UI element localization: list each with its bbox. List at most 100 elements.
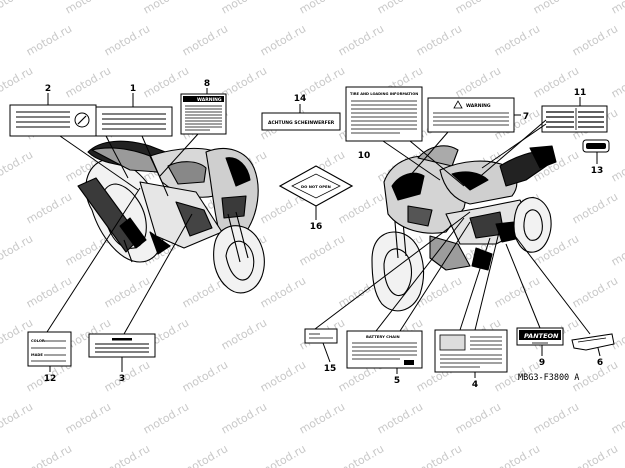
watermark-text: motod.ru [180,358,230,394]
watermark-text: motod.ru [258,358,308,394]
watermark-text: motod.ru [453,400,503,436]
label-3 [88,333,156,358]
watermark-text: motod.ru [492,274,542,310]
callout-10: 10 [358,151,371,161]
watermark-text: motod.ru [453,64,503,100]
warning-8-text: WARNING [197,97,222,103]
watermark-text: motod.ru [0,232,35,268]
label-9-brand: PANTEON [524,332,559,340]
watermark-text: motod.ru [570,190,620,226]
watermark-text: motod.ru [24,442,74,468]
label-12: COLOR MADE [27,331,72,367]
callout-15: 15 [324,364,337,374]
watermark-text: motod.ru [297,232,347,268]
label-10-header: TIRE AND LOADING INFORMATION [350,92,418,96]
callout-14: 14 [294,94,307,104]
watermark-text: motod.ru [531,400,581,436]
watermark-text: motod.ru [24,274,74,310]
watermark-text: motod.ru [63,64,113,100]
callout-3: 3 [119,374,125,384]
label-10: TIRE AND LOADING INFORMATION [345,86,423,142]
watermark-text: motod.ru [570,442,620,468]
callout-7: 7 [523,112,529,122]
watermark-text: motod.ru [180,442,230,468]
watermark-text: motod.ru [609,400,625,436]
watermark-text: motod.ru [180,22,230,58]
watermark-text: motod.ru [531,0,581,17]
watermark-text: motod.ru [141,400,191,436]
label-5: BATTERY CHAIN [346,330,423,369]
watermark-text: motod.ru [570,274,620,310]
watermark-text: motod.ru [0,400,35,436]
watermark-text: motod.ru [336,22,386,58]
label-16: DO NOT OPEN [278,165,354,207]
watermark-text: motod.ru [102,442,152,468]
watermark-text: motod.ru [258,22,308,58]
label-14: ACHTUNG SCHEINWERFER [261,112,341,131]
watermark-text: motod.ru [24,22,74,58]
watermark-text: motod.ru [0,64,35,100]
callout-6: 6 [597,358,603,368]
watermark-text: motod.ru [570,22,620,58]
label-11 [541,105,608,133]
watermark-text: motod.ru [219,316,269,352]
watermark-text: motod.ru [102,274,152,310]
label-6 [571,333,615,351]
callout-9: 9 [539,358,545,368]
watermark-text: motod.ru [102,22,152,58]
watermark-text: motod.ru [609,0,625,17]
watermark-text: motod.ru [492,442,542,468]
label-13 [582,139,610,153]
watermark-text: motod.ru [609,148,625,184]
label-14-text: ACHTUNG SCHEINWERFER [268,120,335,126]
label-4 [434,329,508,373]
watermark-text: motod.ru [0,148,35,184]
label-1 [95,106,173,137]
watermark-text: motod.ru [24,190,74,226]
watermark-text: motod.ru [219,64,269,100]
callout-2: 2 [45,84,51,94]
watermark-text: motod.ru [102,358,152,394]
label-7: WARNING [427,97,515,133]
diagram-code: MBG3-F3800 A [518,373,579,383]
watermark-text: motod.ru [414,22,464,58]
watermark-text: motod.ru [336,190,386,226]
label-8: WARNING [180,93,227,135]
callout-4: 4 [472,380,478,390]
watermark-text: motod.ru [609,64,625,100]
callout-8: 8 [204,79,210,89]
callout-numbers: 2 1 8 14 10 7 11 13 16 12 3 15 5 4 9 6 [44,79,604,390]
watermark-text: motod.ru [63,400,113,436]
label-16-text: DO NOT OPEN [301,184,331,189]
leader-lines [46,88,601,378]
watermark-text: motod.ru [492,22,542,58]
callout-5: 5 [394,376,400,386]
watermark-text: motod.ru [414,442,464,468]
watermark-text: motod.ru [336,442,386,468]
watermark-text: motod.ru [258,442,308,468]
callout-13: 13 [591,166,604,176]
watermark-text: motod.ru [297,0,347,17]
warning-7-text: WARNING [466,103,491,109]
label-12-bottom: MADE [31,353,43,357]
watermark-text: motod.ru [297,400,347,436]
right-motorcycle [371,145,557,312]
watermark-text: motod.ru [375,0,425,17]
callout-16: 16 [310,222,323,232]
watermark-text: motod.ru [453,0,503,17]
watermark-text: motod.ru [609,232,625,268]
watermark-text: motod.ru [219,0,269,17]
label-9: PANTEON [516,327,564,346]
label-15 [304,328,338,344]
callout-1: 1 [130,84,136,94]
watermark-text: motod.ru [219,400,269,436]
callout-12: 12 [44,374,57,384]
watermark-text: motod.ru [141,0,191,17]
watermark-text: motod.ru [375,400,425,436]
label-2 [9,104,97,137]
callout-11: 11 [574,88,587,98]
watermark-text: motod.ru [63,0,113,17]
watermark-text: motod.ru [258,274,308,310]
